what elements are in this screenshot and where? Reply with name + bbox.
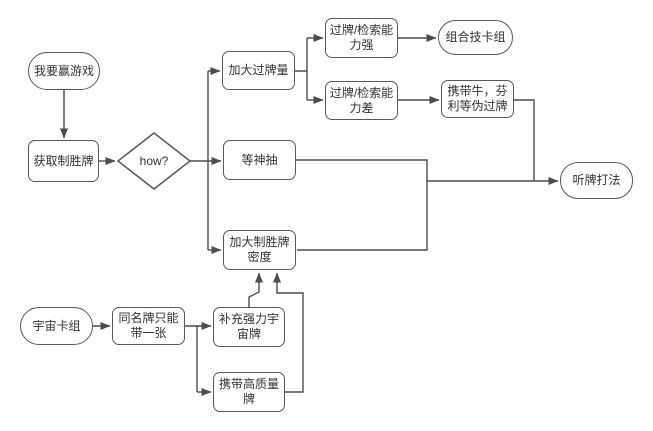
node-win-the-game: 我要赢游戏 xyxy=(28,52,100,90)
connector-pseudo-to-tempo-junction xyxy=(514,99,535,181)
node-pseudo-draw-cards: 携带牛，芬 利等伪过牌 xyxy=(441,80,514,118)
node-acquire-winning-cards: 获取制胜牌 xyxy=(28,140,99,182)
node-increase-draw-volume: 加大过牌量 xyxy=(222,51,295,90)
connector-god-draw-density-loop xyxy=(296,159,428,251)
node-universe-deck: 宇宙卡组 xyxy=(20,307,93,345)
node-tempo-play: 听牌打法 xyxy=(560,162,633,199)
connector-increase-draw-split xyxy=(295,38,308,100)
node-wait-god-draw: 等神抽 xyxy=(223,140,296,180)
node-increase-win-card-density: 加大制胜牌 密度 xyxy=(223,230,296,270)
connector-strong-universe-to-density xyxy=(248,272,263,307)
decision-diamond-shape xyxy=(116,132,192,190)
node-one-copy-rule: 同名牌只能 带一张 xyxy=(112,307,185,345)
connector-high-quality-to-density xyxy=(273,272,304,393)
node-combo-deck: 组合技卡组 xyxy=(438,20,513,55)
node-add-strong-universe-cards: 补充强力宇 宙牌 xyxy=(213,307,285,347)
node-cycle-search-strong: 过牌/检索能 力强 xyxy=(325,18,398,58)
node-cycle-search-weak: 过牌/检索能 力差 xyxy=(325,81,398,120)
node-how-decision: how? xyxy=(139,154,169,168)
node-carry-high-quality-cards: 携带高质量 牌 xyxy=(213,372,285,412)
